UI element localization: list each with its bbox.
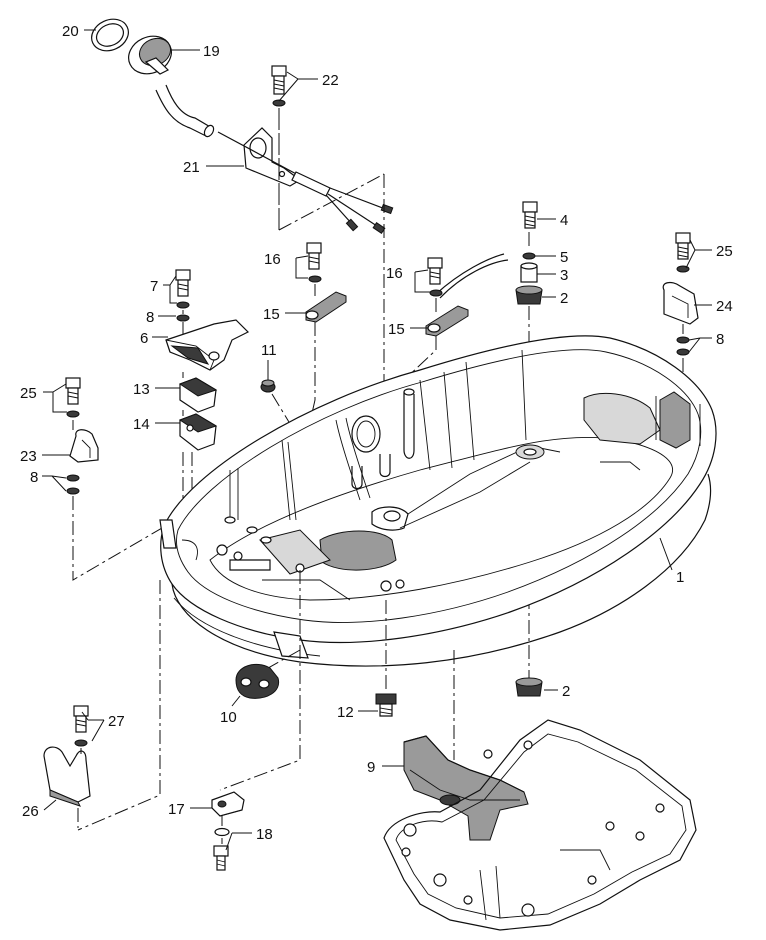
callout-26: 26 xyxy=(22,803,39,820)
callout-15-right: 15 xyxy=(388,321,405,338)
part-15-clip-b xyxy=(425,305,469,337)
dash-line-25-left xyxy=(72,420,211,581)
callout-10: 10 xyxy=(220,709,237,726)
part-8-washer-left-top xyxy=(176,314,190,322)
part-2-grommet-lower xyxy=(515,677,543,697)
callout-2-upper: 2 xyxy=(560,290,568,307)
part-11-cap xyxy=(260,379,276,393)
part-23-bracket xyxy=(69,429,99,463)
callout-19: 19 xyxy=(203,43,220,60)
callout-8-left-bottom: 8 xyxy=(30,469,38,486)
part-1-bottom-cowling xyxy=(159,335,717,667)
callout-3: 3 xyxy=(560,267,568,284)
part-9-seal xyxy=(403,735,529,841)
callout-8-right: 8 xyxy=(716,331,724,348)
callout-4: 4 xyxy=(560,212,568,229)
part-7-bolt xyxy=(175,269,191,309)
callout-5: 5 xyxy=(560,249,568,266)
part-27-bolt xyxy=(73,705,89,747)
callout-23: 23 xyxy=(20,448,37,465)
part-14-pad xyxy=(178,413,218,451)
part-20-o-ring xyxy=(91,18,129,52)
callout-6: 6 xyxy=(140,330,148,347)
part-15-clip-a xyxy=(305,291,347,323)
callout-13: 13 xyxy=(133,381,150,398)
part-24-bracket xyxy=(662,281,699,325)
part-26-bracket xyxy=(43,746,91,807)
dash-line-26 xyxy=(77,580,161,831)
callout-20: 20 xyxy=(62,23,79,40)
callout-17: 17 xyxy=(168,801,185,818)
callout-24: 24 xyxy=(716,298,733,315)
callout-27: 27 xyxy=(108,713,125,730)
callout-2-lower: 2 xyxy=(562,683,570,700)
callout-25-right: 25 xyxy=(716,243,733,260)
callout-25-left: 25 xyxy=(20,385,37,402)
callout-leaders xyxy=(42,29,712,851)
callout-1: 1 xyxy=(676,569,684,586)
part-2-grommet-upper xyxy=(515,285,543,305)
part-16-bolt-a xyxy=(306,242,322,283)
dash-line-27 xyxy=(77,748,82,828)
cable-right xyxy=(439,259,509,299)
callout-11: 11 xyxy=(261,342,277,359)
dash-line-17 xyxy=(219,570,301,791)
part-25-bolt-right xyxy=(675,232,691,273)
part-8-washers-right xyxy=(676,336,690,356)
callout-8-left-top: 8 xyxy=(146,309,154,326)
callout-12: 12 xyxy=(337,704,354,721)
part-19-grommet xyxy=(128,35,215,138)
callout-22: 22 xyxy=(322,72,339,89)
engine-base-plate xyxy=(383,719,697,931)
cable-right-b xyxy=(435,253,505,295)
part-18-screw-washer xyxy=(213,827,230,871)
part-22-bolt-washer xyxy=(271,65,287,107)
callout-21: 21 xyxy=(183,159,200,176)
callout-16-left: 16 xyxy=(264,251,281,268)
part-25-bolt-left xyxy=(65,377,81,418)
part-8-washers-left xyxy=(66,474,80,495)
callout-16-right: 16 xyxy=(386,265,403,282)
callout-labels: 20 19 22 21 4 5 3 2 25 24 8 16 16 15 15 … xyxy=(20,23,733,843)
part-12-plug xyxy=(375,693,397,717)
part-13-pad xyxy=(178,377,218,413)
part-4-bolt xyxy=(522,201,538,229)
callout-15-left: 15 xyxy=(263,306,280,323)
callout-7: 7 xyxy=(150,278,158,295)
part-16-bolt-b xyxy=(427,257,443,297)
part-17-clamp xyxy=(211,791,245,817)
part-21-cable-clamp xyxy=(217,127,394,234)
part-5-washer xyxy=(522,252,536,260)
callout-9: 9 xyxy=(367,759,375,776)
callout-18: 18 xyxy=(256,826,273,843)
part-3-collar xyxy=(520,262,538,283)
part-10-grommet xyxy=(235,664,280,699)
callout-14: 14 xyxy=(133,416,150,433)
part-6-lever xyxy=(165,319,250,371)
